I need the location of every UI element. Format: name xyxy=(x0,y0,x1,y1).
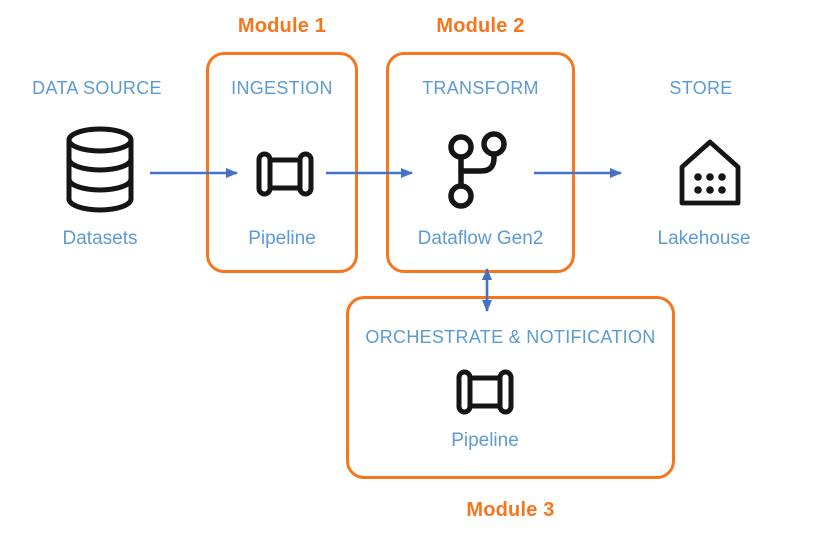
stage-heading-data-source: DATA SOURCE xyxy=(32,78,162,98)
pipeline-icon xyxy=(455,369,515,415)
pipeline-icon xyxy=(255,151,315,197)
caption-datasets: Datasets xyxy=(62,228,138,249)
stage-heading-orchestrate-notification: ORCHESTRATE & NOTIFICATION xyxy=(365,327,656,347)
module2-box xyxy=(386,52,575,273)
lakehouse-house-icon xyxy=(677,138,743,208)
database-icon xyxy=(64,126,136,214)
caption-lakehouse: Lakehouse xyxy=(657,228,751,249)
stage-heading-transform: TRANSFORM xyxy=(422,78,539,98)
stage-heading-store: STORE xyxy=(669,78,733,98)
module2-label: Module 2 xyxy=(436,15,525,37)
caption-pipeline: Pipeline xyxy=(248,228,316,249)
module1-box xyxy=(206,52,358,273)
dataflow-gen2-branch-icon xyxy=(446,131,510,214)
stage-heading-ingestion: INGESTION xyxy=(231,78,333,98)
module1-label: Module 1 xyxy=(237,15,327,37)
module3-box xyxy=(346,296,675,479)
caption-pipeline: Pipeline xyxy=(451,430,519,451)
caption-dataflow-gen2: Dataflow Gen2 xyxy=(417,228,544,249)
module3-label: Module 3 xyxy=(466,499,555,521)
